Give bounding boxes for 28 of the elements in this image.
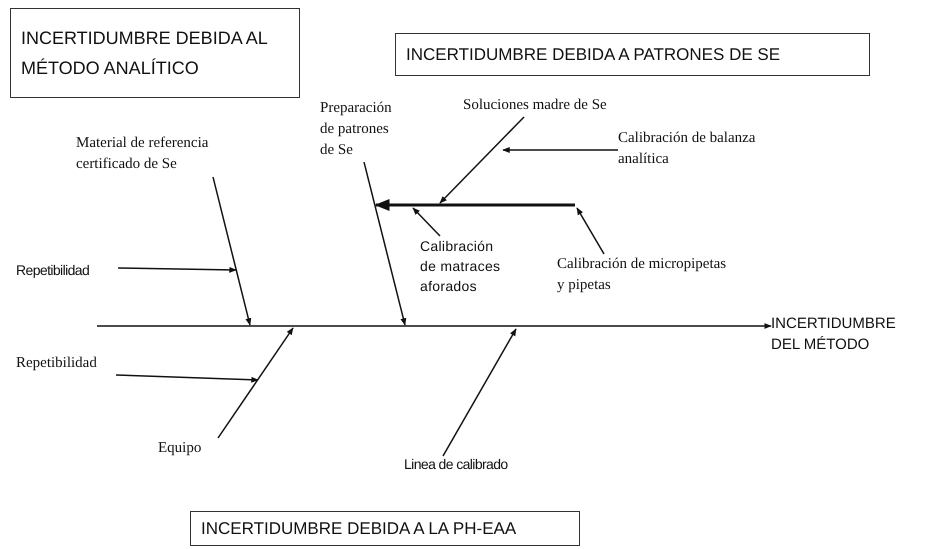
spine-arrow — [97, 323, 772, 329]
bone-arrow — [363, 162, 406, 326]
bone-arrow — [212, 176, 252, 326]
cause-label: INCERTIDUMBRE DEL MÉTODO — [771, 314, 897, 355]
cause-label: Repetibilidad — [16, 354, 98, 373]
bone-arrow — [116, 374, 259, 383]
cause-label: Material de referencia certificado de Se — [76, 134, 210, 174]
cause-label: Calibración de micropipetas y pipetas — [557, 255, 727, 295]
bone-arrow — [576, 207, 605, 254]
bone-arrow — [217, 327, 294, 438]
bone-arrow — [118, 266, 237, 273]
cause-label: Repetibilidad — [16, 262, 90, 278]
bone-arrow — [442, 328, 517, 456]
heading-box — [10, 8, 300, 98]
bone-arrow — [502, 147, 618, 153]
cause-label: Soluciones madre de Se — [463, 96, 608, 115]
heading-text: INCERTIDUMBRE DEBIDA A LA PH-EAA — [201, 518, 516, 538]
heading-text: INCERTIDUMBRE DEBIDA AL MÉTODO ANALÍTICO — [21, 27, 268, 80]
cause-label: Linea de calibrado — [404, 456, 509, 472]
heading-text: INCERTIDUMBRE DEBIDA A PATRONES DE SE — [406, 44, 780, 64]
bone-arrow — [412, 207, 441, 237]
heading-box — [395, 33, 870, 76]
bone-arrow — [439, 116, 525, 204]
cause-label: Preparación de patrones de Se — [320, 99, 393, 160]
cause-label: Equipo — [158, 439, 202, 458]
cause-label: Calibración de balanza analítica — [618, 129, 756, 169]
cause-label: Calibración de matraces aforados — [420, 237, 502, 296]
heading-box — [190, 511, 580, 546]
